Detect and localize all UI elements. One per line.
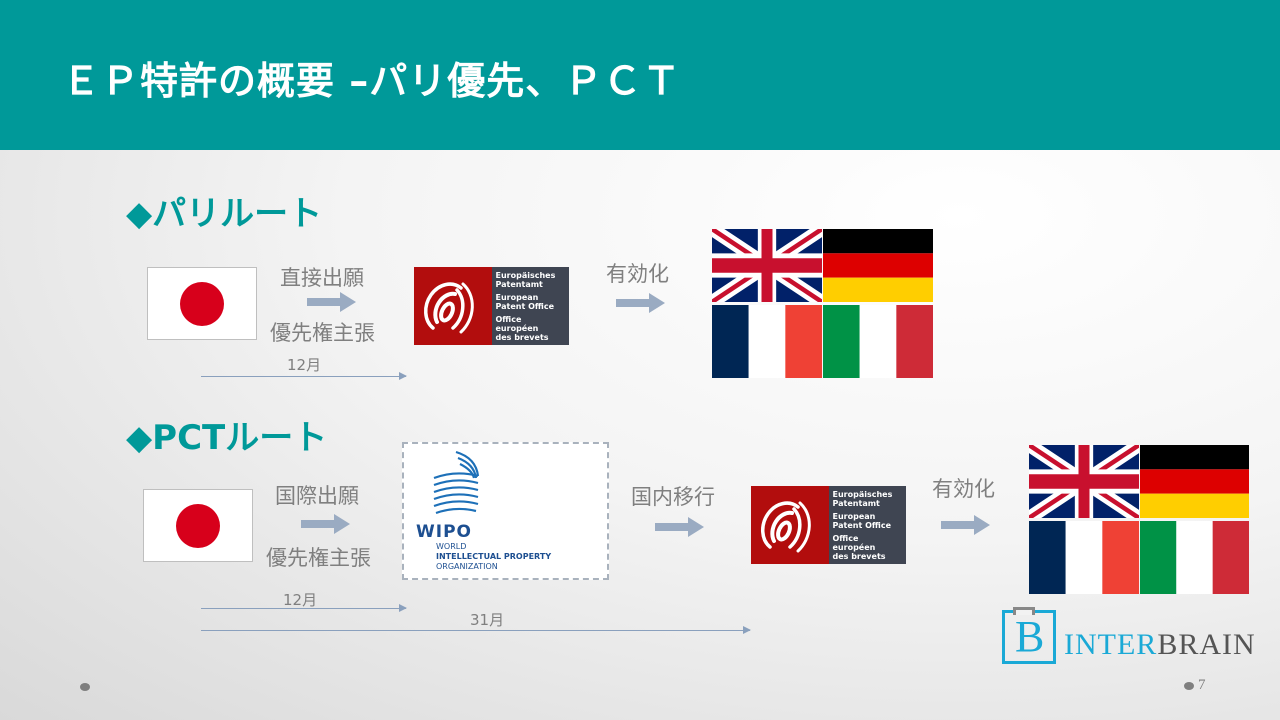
- priority-claim-label: 優先権主張: [266, 546, 371, 570]
- validation-label: 有効化: [932, 477, 995, 501]
- arrow-icon: [616, 293, 665, 313]
- arrow-icon: [301, 514, 350, 534]
- period-label: 12月: [287, 356, 322, 374]
- arrow-icon: [307, 292, 356, 312]
- international-filing-label: 国際出願: [275, 484, 359, 508]
- japan-flag: [147, 267, 257, 340]
- priority-claim-label: 優先権主張: [270, 321, 375, 345]
- direct-filing-label: 直接出願: [280, 266, 364, 290]
- timeline-arrow: [201, 604, 407, 612]
- arrow-icon: [655, 517, 704, 537]
- epo-emblem-icon: [414, 267, 492, 345]
- interbrain-logo-text: INTERBRAIN: [1064, 628, 1256, 661]
- interbrain-logo-mark: B: [1002, 607, 1056, 664]
- timeline-arrow: [201, 372, 407, 380]
- period-label: 31月: [470, 611, 505, 629]
- footer-dot: [80, 683, 90, 691]
- paris-route-heading: ◆パリルート: [126, 194, 323, 234]
- footer-dot: [1184, 682, 1194, 690]
- germany-flag: [1140, 445, 1249, 518]
- italy-flag: [823, 305, 933, 378]
- timeline-arrow: [201, 626, 751, 634]
- title-bar: [0, 0, 1280, 150]
- page-number: 7: [1198, 677, 1206, 693]
- uk-flag: [712, 229, 822, 302]
- slide-title: ＥＰ特許の概要 –パリ優先、ＰＣＴ: [62, 59, 682, 103]
- france-flag: [712, 305, 822, 378]
- national-phase-label: 国内移行: [631, 485, 715, 509]
- pct-route-heading: ◆PCTルート: [126, 418, 328, 458]
- epo-emblem-icon: [751, 486, 829, 564]
- period-label: 12月: [283, 591, 318, 609]
- france-flag: [1029, 521, 1139, 594]
- germany-flag: [823, 229, 933, 302]
- italy-flag: [1140, 521, 1249, 594]
- wipo-emblem-icon: [433, 450, 480, 515]
- uk-flag: [1029, 445, 1139, 518]
- japan-flag: [143, 489, 253, 562]
- arrow-icon: [941, 515, 990, 535]
- validation-label: 有効化: [606, 262, 669, 286]
